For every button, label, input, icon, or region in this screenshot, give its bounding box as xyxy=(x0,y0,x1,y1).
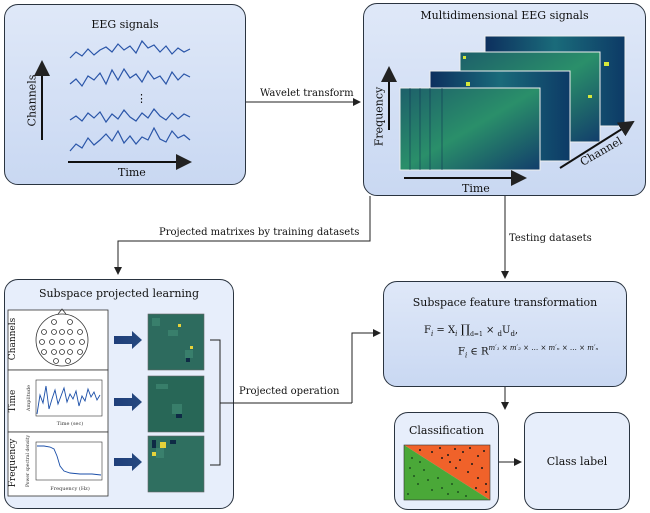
formula1-f: F xyxy=(424,325,431,336)
multidim-heatmap-stack xyxy=(381,35,635,186)
subspace-learning-title: Subspace projected learning xyxy=(38,287,200,300)
row-frequency-label: Frequency xyxy=(8,438,18,488)
formula2-f: F xyxy=(458,346,465,358)
eeg-signals-title: EEG signals xyxy=(91,18,159,31)
wavelet-label: Wavelet transform xyxy=(260,88,354,99)
row-time-label: Time xyxy=(8,389,18,413)
formula-line-2: Fi ∈ Rm′₁ × m′₂ × … × m′ₙ × … × m′ₙ xyxy=(458,344,599,360)
row-channels-label: Channels xyxy=(8,317,18,361)
projected-op-arrow xyxy=(351,329,381,403)
time-mini-xlabel: Time (sec) xyxy=(57,420,83,427)
multidim-title: Multidimensional EEG signals xyxy=(420,9,589,22)
class-label-box xyxy=(524,412,630,510)
frequency-mini-plot: Frequency (Hz) Power spectral density xyxy=(25,435,103,492)
eeg-channels-label: Channels xyxy=(25,74,39,127)
classification-title: Classification xyxy=(408,424,484,437)
eeg-trace-3 xyxy=(69,108,191,124)
projection-bracket xyxy=(210,339,221,466)
channel-axis-arrow xyxy=(559,120,635,169)
eeg-trace-4 xyxy=(69,126,191,152)
eeg-trace-2 xyxy=(69,67,191,88)
formula1-rhs: = X xyxy=(436,325,456,336)
electrode-map-icon xyxy=(35,308,89,367)
testing-datasets-label: Testing datasets xyxy=(509,233,592,244)
eeg-trace-1 xyxy=(69,39,191,59)
feature-transform-title: Subspace feature transformation xyxy=(412,296,598,309)
classification-scatter xyxy=(403,444,491,501)
time-mini-plot: Time (sec) Amplitude xyxy=(26,379,103,427)
projected-matrices-arrow xyxy=(114,196,371,275)
formula2-rhs: ∈ R xyxy=(470,346,489,358)
freq-mini-ylabel: Power spectral density xyxy=(25,435,31,488)
freq-mini-xlabel: Frequency (Hz) xyxy=(50,485,90,492)
class-label-title: Class label xyxy=(546,455,608,468)
multidim-time-label: Time xyxy=(462,182,490,195)
projected-heatmaps xyxy=(147,313,205,493)
eeg-signals-box xyxy=(4,4,246,185)
eeg-signal-plot xyxy=(34,39,192,170)
eeg-time-label: Time xyxy=(118,166,146,179)
feature-transformation-box xyxy=(383,281,627,387)
projection-arrows xyxy=(114,331,142,471)
subspace-panels: Time (sec) Amplitude Frequency (Hz) Powe… xyxy=(7,308,205,497)
heatmap-layer-1 xyxy=(399,87,541,171)
projected-matrices-label: Projected matrixes by training datasets xyxy=(159,227,360,238)
formula-line-1: Fi = Xi ∏d=1 × dUd, xyxy=(424,322,519,338)
eeg-dots: ⋮ xyxy=(136,92,147,105)
projected-operation-label: Projected operation xyxy=(239,386,340,397)
multidim-frequency-label: Frequency xyxy=(372,86,386,147)
time-mini-ylabel: Amplitude xyxy=(26,385,32,412)
